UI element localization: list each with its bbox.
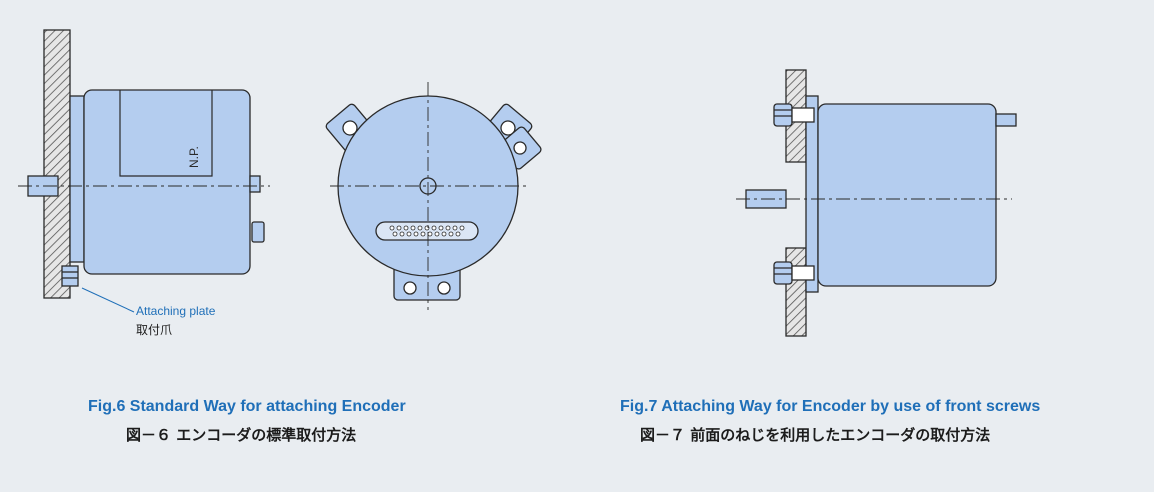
fig6-nameplate bbox=[119, 90, 213, 177]
fig6-attaching-plate-label-ja: 取付爪 bbox=[136, 323, 173, 337]
fig6-rear-connector bbox=[249, 175, 261, 193]
fig7-rear-connector bbox=[995, 113, 1017, 127]
fig6-nameplate-label: N.P. bbox=[187, 146, 201, 168]
fig7-flange bbox=[805, 95, 819, 293]
fig7-encoder-body bbox=[817, 103, 997, 287]
fig6-flange bbox=[69, 95, 85, 263]
fig7-panel-lower bbox=[785, 247, 807, 337]
fig6-caption-en: Fig.6 Standard Way for attaching Encoder bbox=[88, 398, 406, 415]
fig7-caption-ja: 図－７ 前面のねじを利用したエンコーダの取付方法 bbox=[640, 426, 991, 444]
fig6-mounting-panel bbox=[43, 29, 71, 299]
fig6-rear-plug bbox=[251, 221, 265, 243]
fig7-screw-lower bbox=[773, 261, 815, 285]
fig6-attaching-plate-label-en: Attaching plate bbox=[136, 304, 216, 318]
fig7-caption-en: Fig.7 Attaching Way for Encoder by use o… bbox=[620, 398, 1041, 415]
fig6-connector bbox=[375, 221, 479, 241]
fig7-screw-upper bbox=[773, 103, 815, 127]
fig6-caption-ja: 図－６ エンコーダの標準取付方法 bbox=[126, 426, 357, 444]
fig7-side-view bbox=[736, 69, 1017, 337]
fig6-side-view bbox=[18, 29, 270, 313]
fig6-attaching-claw bbox=[61, 265, 79, 287]
fig6-leader-line bbox=[81, 287, 135, 313]
fig6-encoder-body bbox=[83, 89, 251, 275]
fig6-front-view bbox=[325, 82, 542, 310]
